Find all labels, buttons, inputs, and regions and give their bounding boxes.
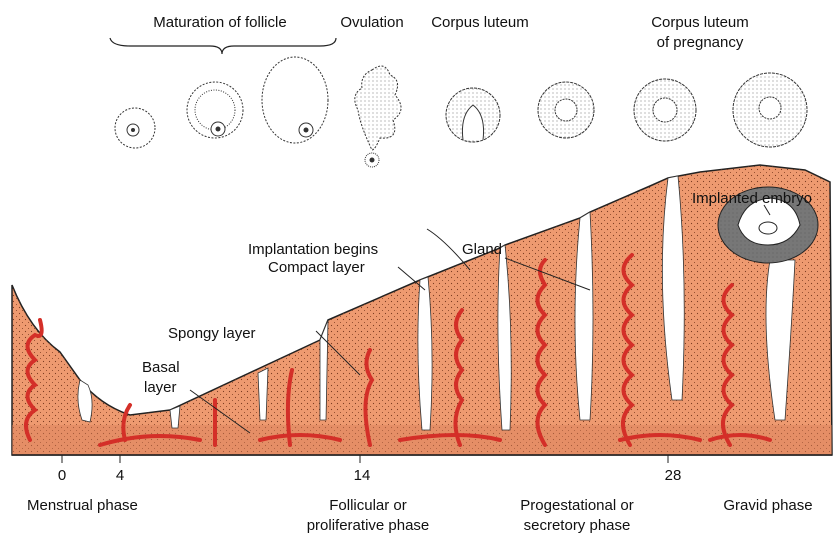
phase-menstrual: Menstrual phase (27, 497, 138, 514)
phase-gravid: Gravid phase (723, 497, 812, 514)
maturation-bracket (109, 37, 337, 55)
phase-progestational-2: secretory phase (524, 517, 631, 534)
implanted-embryo-shape (717, 186, 819, 264)
phase-progestational-1: Progestational or (520, 497, 633, 514)
endometrium (11, 164, 833, 456)
ovulating-follicle (354, 65, 402, 168)
follicle-2 (186, 81, 244, 139)
corpus-luteum-pregnancy (732, 72, 808, 148)
phase-follicular-1: Follicular or (329, 497, 407, 514)
label-maturation: Maturation of follicle (153, 14, 286, 31)
follicle-3 (261, 56, 329, 144)
pointer-lines (189, 204, 771, 434)
day-axis (12, 454, 832, 463)
ovary-stages (109, 37, 808, 168)
label-implantation-begins: Implantation begins (248, 241, 378, 258)
label-cl-pregnancy-1: Corpus luteum (651, 14, 749, 31)
corpus-luteum-2 (537, 81, 595, 139)
spiral-arteries (24, 253, 772, 447)
label-spongy-layer: Spongy layer (168, 325, 256, 342)
label-implanted-embryo: Implanted embryo (692, 190, 812, 207)
phase-follicular-2: proliferative phase (307, 517, 430, 534)
label-corpus-luteum: Corpus luteum (431, 14, 529, 31)
follicle-1 (114, 107, 156, 149)
label-gland: Gland (462, 241, 502, 258)
corpus-luteum-1 (445, 87, 501, 143)
tick-day-28: 28 (665, 467, 682, 484)
tick-day-14: 14 (354, 467, 371, 484)
tick-day-4: 4 (116, 467, 124, 484)
label-ovulation: Ovulation (340, 14, 403, 31)
label-basal-2: layer (144, 379, 177, 396)
label-compact-layer: Compact layer (268, 259, 365, 276)
tick-day-0: 0 (58, 467, 66, 484)
label-cl-pregnancy-2: of pregnancy (657, 34, 744, 51)
label-basal-1: Basal (142, 359, 180, 376)
corpus-luteum-3 (633, 78, 697, 142)
glands (77, 175, 796, 431)
